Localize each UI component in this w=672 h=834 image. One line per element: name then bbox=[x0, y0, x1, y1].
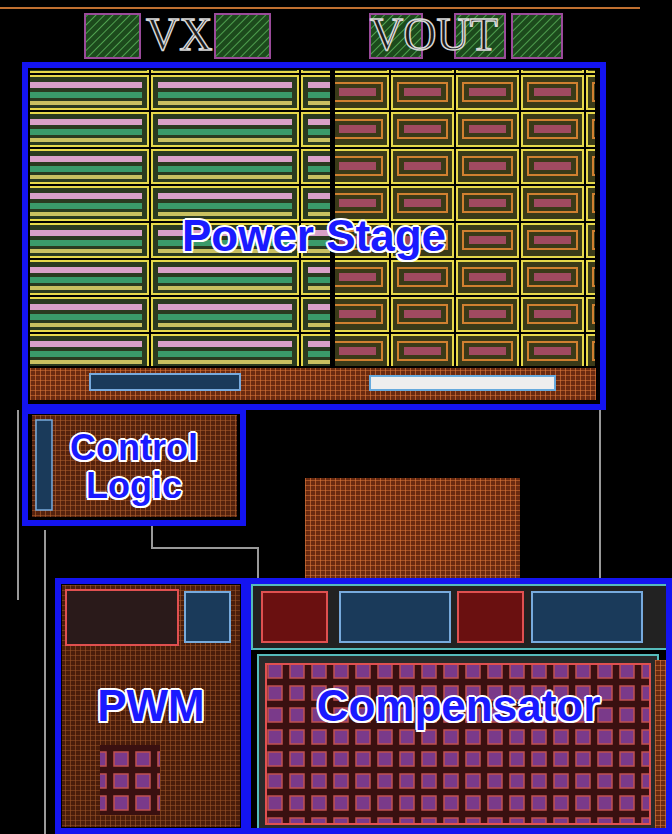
pin-name: VX bbox=[146, 12, 212, 58]
region-box: PWM bbox=[55, 578, 247, 834]
region-box: Control Logic bbox=[22, 408, 246, 526]
region-label: Control Logic bbox=[34, 429, 234, 505]
region-label: Compensator bbox=[317, 683, 601, 729]
region-box: Power Stage bbox=[22, 62, 606, 410]
pin-name: VOUT bbox=[370, 12, 498, 58]
region-label: Power Stage bbox=[182, 213, 446, 259]
region-label: PWM bbox=[97, 683, 205, 729]
region-box: Compensator bbox=[245, 578, 672, 834]
